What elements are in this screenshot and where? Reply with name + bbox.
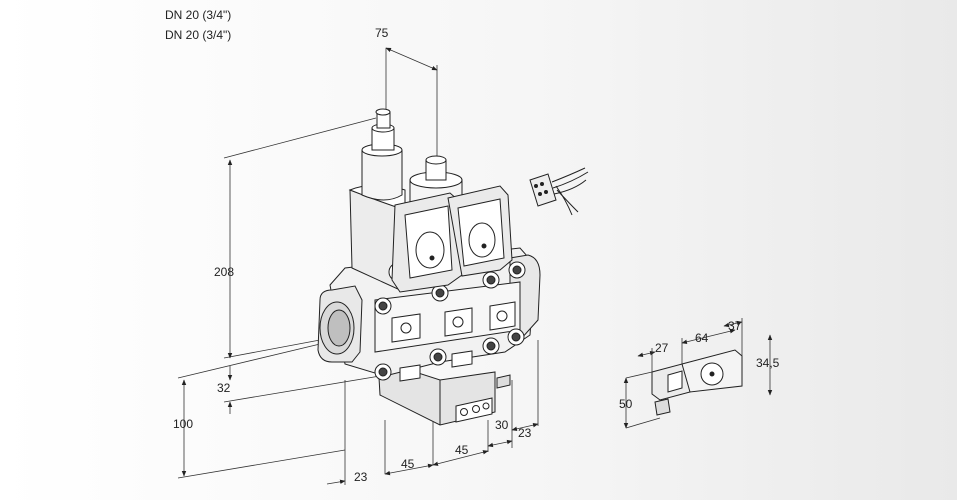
dim-connector-34-5: 34,5 [756, 356, 780, 370]
dim-100: 100 [173, 417, 193, 431]
dim-bottom-45-b: 45 [455, 443, 469, 457]
title-line-1: DN 20 (3/4") [165, 8, 232, 22]
dim-connector-27: 27 [655, 341, 669, 355]
plug-cable-detail [529, 167, 589, 216]
title-line-2: DN 20 (3/4") [165, 28, 232, 42]
connector-module [651, 349, 743, 416]
dim-32: 32 [217, 381, 231, 395]
connector-dimension-lines [623, 318, 773, 429]
dim-bottom-23-right: 23 [518, 426, 532, 440]
dim-208: 208 [214, 265, 234, 279]
dim-75: 75 [375, 26, 389, 40]
dim-connector-64: 64 [695, 331, 709, 345]
dim-bottom-30: 30 [495, 418, 509, 432]
dim-bottom-23-left: 23 [354, 470, 368, 484]
dim-connector-37: 37 [728, 319, 742, 333]
dim-connector-50: 50 [619, 397, 633, 411]
dim-bottom-45-a: 45 [401, 457, 415, 471]
valve-assembly [317, 108, 541, 426]
